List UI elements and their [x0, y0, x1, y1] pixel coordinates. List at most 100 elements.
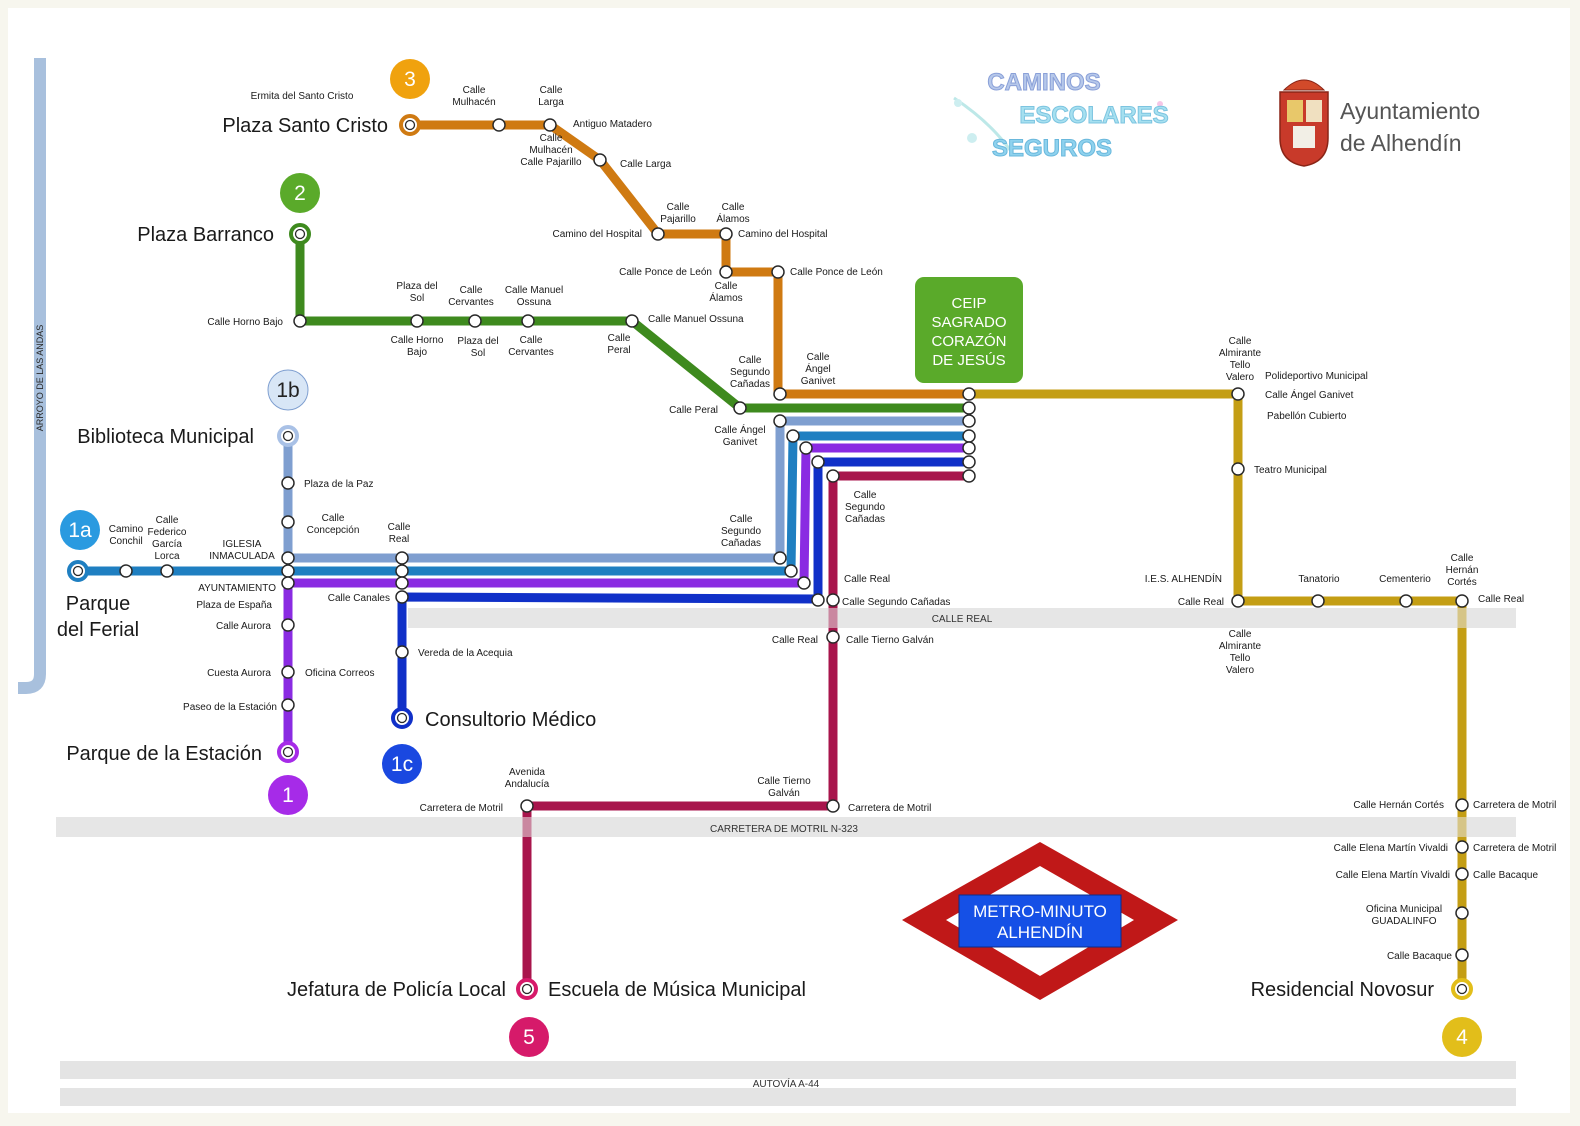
- station[interactable]: [651, 227, 665, 241]
- station[interactable]: [410, 314, 424, 328]
- roads: CALLE REAL CARRETERA DE MOTRIL N-323 AUT…: [56, 608, 1516, 1106]
- calle-real-overlay: [815, 608, 845, 628]
- station-label: Calle Bacaque: [1473, 870, 1538, 881]
- station[interactable]: [811, 455, 825, 469]
- line-1a-badge[interactable]: [60, 510, 100, 550]
- station-label-line: Oficina Municipal: [1366, 904, 1442, 915]
- terminus-consultorio: Consultorio Médico: [425, 709, 596, 731]
- station[interactable]: [521, 314, 535, 328]
- station[interactable]: [771, 265, 785, 279]
- station[interactable]: [826, 469, 840, 483]
- station[interactable]: [395, 564, 409, 578]
- station[interactable]: [1399, 594, 1413, 608]
- line-1-badge[interactable]: [268, 775, 308, 815]
- station-label-line: IGLESIA: [223, 539, 262, 550]
- station[interactable]: [719, 265, 733, 279]
- station[interactable]: [962, 455, 976, 469]
- station[interactable]: [962, 469, 976, 483]
- station-label-line: Camino: [109, 524, 144, 535]
- station-label-line: Plaza de España: [196, 600, 272, 611]
- station-label-line: Calle Elena Martín Vivaldi: [1334, 843, 1448, 854]
- station[interactable]: [1311, 594, 1325, 608]
- line-4-badge-label: 4: [1456, 1026, 1468, 1049]
- station[interactable]: [1455, 867, 1469, 881]
- station[interactable]: [962, 414, 976, 428]
- station-label-line: Calle Ángel: [714, 423, 765, 436]
- station[interactable]: [773, 414, 787, 428]
- station[interactable]: [786, 429, 800, 443]
- station[interactable]: [1455, 840, 1469, 854]
- station[interactable]: [1231, 594, 1245, 608]
- station[interactable]: [625, 314, 639, 328]
- terminus-residencial: Residencial Novosur: [1251, 979, 1435, 1001]
- station[interactable]: [520, 799, 534, 813]
- station[interactable]: [281, 618, 295, 632]
- station[interactable]: [962, 441, 976, 455]
- station[interactable]: [773, 387, 787, 401]
- station[interactable]: [293, 314, 307, 328]
- line-5-badge[interactable]: [509, 1017, 549, 1057]
- line-1b-badge[interactable]: [267, 369, 309, 411]
- school-box[interactable]: [915, 277, 1023, 383]
- station[interactable]: [281, 665, 295, 679]
- station[interactable]: [395, 590, 409, 604]
- station[interactable]: [962, 401, 976, 415]
- school-label-3: CORAZÓN: [932, 333, 1007, 350]
- station[interactable]: [395, 576, 409, 590]
- line-2-badge[interactable]: [280, 173, 320, 213]
- station[interactable]: [826, 799, 840, 813]
- station[interactable]: [281, 564, 295, 578]
- terminus-inner-dot: [396, 712, 408, 724]
- station[interactable]: [281, 476, 295, 490]
- station[interactable]: [492, 118, 506, 132]
- line-3-badge[interactable]: [390, 59, 430, 99]
- station[interactable]: [799, 441, 813, 455]
- station[interactable]: [395, 551, 409, 565]
- station[interactable]: [593, 153, 607, 167]
- station[interactable]: [962, 387, 976, 401]
- station-label-line: Cementerio: [1379, 574, 1431, 585]
- station[interactable]: [1455, 798, 1469, 812]
- station[interactable]: [962, 429, 976, 443]
- line-4-badge[interactable]: [1442, 1017, 1482, 1057]
- station-label-line: Calle Real: [772, 635, 818, 646]
- station[interactable]: [281, 551, 295, 565]
- station[interactable]: [281, 515, 295, 529]
- terminus-biblioteca: Biblioteca Municipal: [77, 426, 254, 448]
- station[interactable]: [733, 401, 747, 415]
- station-label-line: Almirante: [1219, 348, 1262, 359]
- school-destination: CEIP SAGRADO CORAZÓN DE JESÚS: [915, 277, 1023, 383]
- station-label-line: Carretera de Motril: [1473, 843, 1556, 854]
- station[interactable]: [797, 576, 811, 590]
- station-label: Pabellón Cubierto: [1267, 411, 1347, 422]
- station[interactable]: [1455, 906, 1469, 920]
- station[interactable]: [119, 564, 133, 578]
- line-1c-badge[interactable]: [382, 744, 422, 784]
- station[interactable]: [811, 593, 825, 607]
- line-5-badge-label: 5: [523, 1026, 535, 1049]
- station-label-line: Real: [389, 534, 410, 545]
- station[interactable]: [160, 564, 174, 578]
- station[interactable]: [773, 551, 787, 565]
- station[interactable]: [1231, 387, 1245, 401]
- station-label-line: Calle Ponce de León: [619, 267, 712, 278]
- station[interactable]: [826, 593, 840, 607]
- station[interactable]: [826, 630, 840, 644]
- station[interactable]: [395, 645, 409, 659]
- station-label-line: Segundo: [845, 502, 885, 513]
- station[interactable]: [281, 698, 295, 712]
- station-label-line: Calle: [715, 281, 738, 292]
- station[interactable]: [1455, 594, 1469, 608]
- station-label-line: Larga: [538, 97, 564, 108]
- station[interactable]: [543, 118, 557, 132]
- station[interactable]: [719, 227, 733, 241]
- station[interactable]: [468, 314, 482, 328]
- station[interactable]: [784, 564, 798, 578]
- station[interactable]: [1231, 462, 1245, 476]
- station[interactable]: [281, 576, 295, 590]
- station[interactable]: [1455, 948, 1469, 962]
